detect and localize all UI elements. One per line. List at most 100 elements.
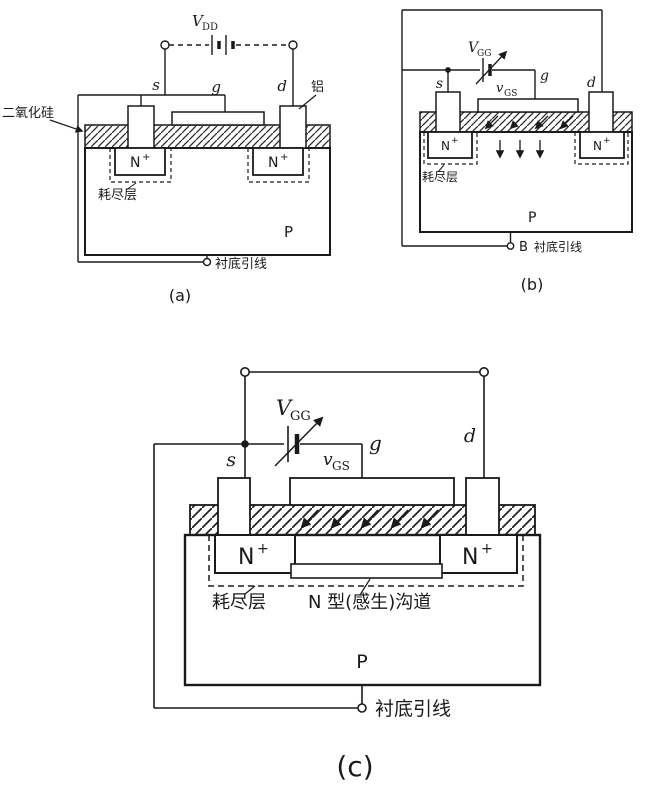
nplus-right-sup: + [280, 152, 288, 163]
field-arrow [420, 509, 439, 529]
terminal-circle-source [160, 40, 170, 50]
nplus-region-left [427, 131, 473, 159]
device-c [183, 477, 542, 687]
wiring-c [153, 366, 489, 713]
diagram-c: V GG v GS s g d N + N + 耗尽层 N 型(感生)沟道 P … [153, 366, 542, 783]
depletion-boundary-right [247, 148, 310, 183]
oxide-field-arrows [484, 115, 574, 130]
drain-label: d [277, 77, 287, 95]
depletion-label: 耗尽层 [98, 188, 137, 203]
nplus-region-right [252, 147, 304, 176]
field-arrow [330, 509, 349, 529]
substrate-p-label: P [284, 223, 293, 241]
device-a [84, 105, 331, 256]
vgs-subscript: GS [504, 89, 517, 99]
substrate-lead-label: 衬底引线 [215, 256, 267, 272]
nplus-region-right [439, 534, 518, 574]
sio2-pointer [49, 119, 84, 133]
nplus-region-left [214, 534, 296, 574]
nplus-left-sup: + [257, 541, 269, 557]
nplus-left-label: N [130, 155, 140, 171]
diagram-a: V DD s g d 铝 二氧化硅 N + N + 耗尽层 P 衬底引线 (a) [2, 12, 331, 305]
variable-arrow [475, 50, 508, 85]
terminal-circle-substrate [202, 257, 212, 267]
device-b [419, 91, 633, 233]
nplus-right-label: N [593, 139, 602, 153]
drain-label: d [464, 425, 476, 447]
vdd-label: V [192, 12, 205, 30]
depletion-boundary-left [423, 132, 478, 165]
wiring-a [77, 35, 298, 267]
drain-contact [279, 105, 307, 149]
gate-label: g [540, 68, 549, 84]
wiring-b [401, 9, 603, 250]
drain-contact [588, 91, 614, 133]
terminal-circle-drain [288, 40, 298, 50]
terminal-circle-substrate [506, 242, 515, 250]
field-arrow [300, 509, 319, 529]
gate-metal [477, 98, 579, 113]
labels-b: V GG v GS s g d N + N + 耗尽层 P B 衬底引线 (b) [422, 40, 611, 294]
labels-a: V DD s g d 铝 二氧化硅 N + N + 耗尽层 P 衬底引线 (a) [2, 12, 324, 305]
nplus-right-label: N [462, 545, 478, 570]
substrate-lead-label: 衬底引线 [534, 239, 582, 254]
substrate-p-label: P [356, 651, 367, 673]
depletion-pointer [244, 585, 256, 595]
depletion-label: 耗尽层 [422, 170, 458, 184]
depletion-pointer [437, 164, 445, 173]
terminal-circle-left [240, 366, 251, 377]
aluminum-pointer [298, 94, 317, 110]
substrate-lead-label: 衬底引线 [375, 698, 451, 720]
field-arrow [390, 509, 409, 529]
caption-c: (c) [336, 750, 373, 783]
field-arrow [509, 115, 524, 130]
nplus-right-label: N [268, 155, 278, 171]
nplus-left-label: N [238, 545, 254, 570]
nplus-left-label: N [441, 139, 450, 153]
terminal-circle-substrate [357, 703, 367, 713]
field-arrow [484, 115, 499, 130]
field-arrow [534, 115, 549, 130]
terminal-circle-right [478, 366, 489, 377]
field-arrow [360, 509, 379, 529]
nplus-region-right [579, 131, 625, 159]
induced-channel [290, 563, 443, 579]
depletion-pointer [125, 182, 137, 191]
caption-a: (a) [169, 286, 191, 305]
variable-arrow [274, 416, 324, 467]
gate-label: g [211, 78, 221, 96]
source-contact [127, 105, 155, 149]
gate-metal [171, 111, 265, 126]
source-contact [435, 91, 461, 133]
depletion-boundary-left [109, 148, 172, 183]
drain-label: d [587, 75, 596, 91]
source-label: s [152, 76, 160, 94]
vgg-label: V [468, 40, 480, 56]
substrate-p-label: P [528, 210, 536, 226]
vgs-subscript: GS [332, 459, 350, 473]
aluminum-label: 铝 [311, 80, 324, 95]
battery-vdd [211, 35, 235, 55]
depletion-boundary-right [574, 132, 629, 165]
nplus-region-left [114, 147, 166, 176]
labels-c: V GG v GS s g d N + N + 耗尽层 N 型(感生)沟道 P … [212, 396, 493, 783]
vgg-label: V [276, 396, 293, 420]
sio2-label: 二氧化硅 [2, 106, 54, 121]
source-contact [217, 477, 251, 536]
source-label: s [226, 449, 236, 471]
body-label: B [519, 240, 528, 255]
diagram-b: V GG v GS s g d N + N + 耗尽层 P B 衬底引线 (b) [401, 9, 633, 294]
source-label: s [436, 76, 443, 92]
gate-label: g [369, 431, 382, 455]
nplus-left-sup: + [451, 136, 459, 146]
nplus-right-sup: + [603, 136, 611, 146]
vdd-subscript: DD [202, 22, 218, 33]
depletion-boundary [208, 535, 524, 587]
channel-label: N 型(感生)沟道 [308, 592, 431, 613]
nplus-right-sup: + [481, 541, 493, 557]
caption-b: (b) [521, 275, 544, 294]
field-arrow [559, 115, 574, 130]
nplus-left-sup: + [142, 152, 150, 163]
oxide-field-arrows [300, 509, 439, 529]
